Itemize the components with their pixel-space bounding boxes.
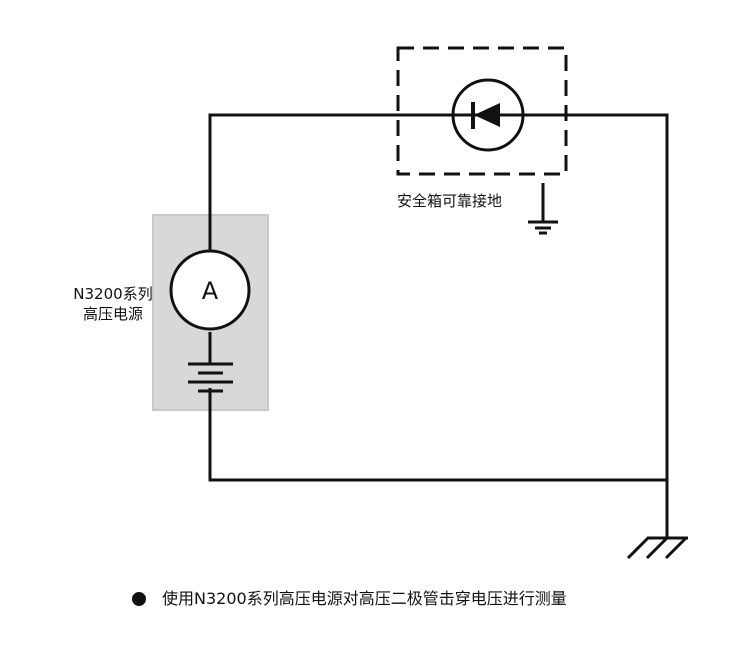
ammeter-symbol: A [202, 277, 219, 305]
ammeter-icon [169, 249, 251, 331]
main-ground-icon [626, 536, 688, 560]
diode-icon [450, 78, 526, 152]
power-source-label: N3200系列 高压电源 [68, 284, 158, 324]
wire-top [208, 113, 669, 538]
source-name-line1: N3200系列 [73, 285, 153, 303]
battery-icon [188, 362, 233, 393]
source-name-line2: 高压电源 [82, 305, 143, 323]
safety-box-label: 安全箱可靠接地 [397, 192, 503, 210]
wire-bottom [208, 388, 667, 482]
bullet-icon [132, 592, 146, 606]
safety-box-dashed [396, 46, 568, 176]
caption: 使用N3200系列高压电源对高压二极管击穿电压进行测量 [132, 589, 567, 609]
caption-text: 使用N3200系列高压电源对高压二极管击穿电压进行测量 [162, 589, 567, 608]
box-ground-icon [528, 183, 558, 235]
